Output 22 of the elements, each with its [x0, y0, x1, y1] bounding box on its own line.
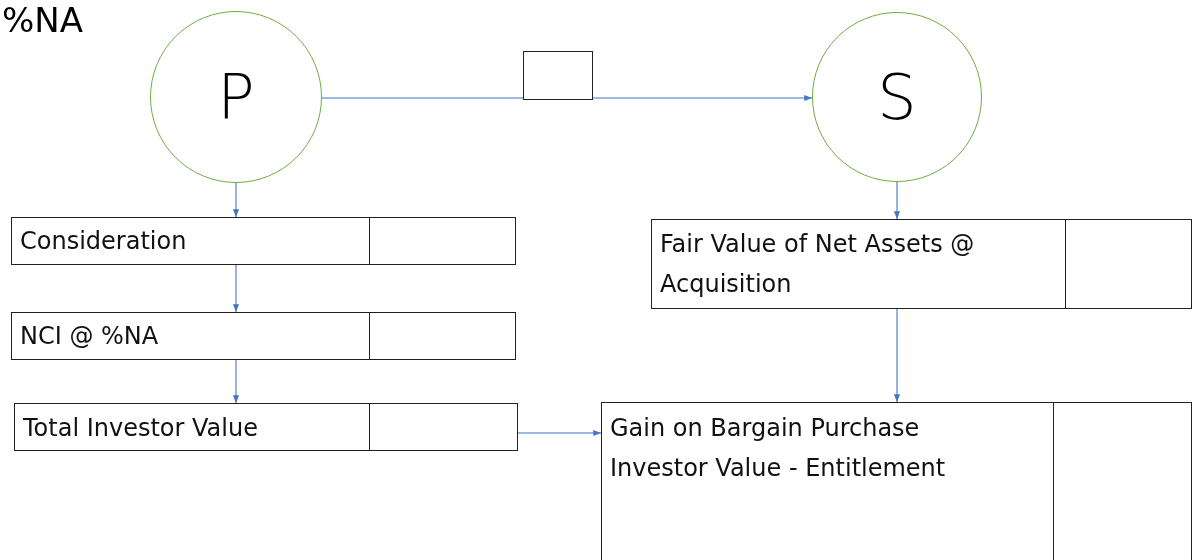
- account-box: [11, 217, 516, 265]
- account-box: [601, 402, 1192, 560]
- connector-arrow: [232, 182, 240, 218]
- account-box: [651, 219, 1192, 309]
- account-label: Gain on Bargain Purchase: [610, 413, 920, 444]
- entity-letter: S: [877, 60, 917, 134]
- account-box: [14, 403, 518, 451]
- connector-arrow: [232, 264, 240, 313]
- heading-text: %NA: [2, 0, 83, 40]
- connector-arrow: [232, 359, 240, 404]
- account-label: Total Investor Value: [23, 413, 258, 444]
- account-box: [11, 312, 516, 360]
- account-label: Investor Value - Entitlement: [610, 453, 946, 484]
- empty-box: [523, 51, 593, 100]
- connector-arrow: [893, 308, 901, 403]
- connector-arrow: [893, 181, 901, 220]
- connector-arrow: [592, 94, 813, 102]
- account-label: Fair Value of Net Assets @ Acquisition: [660, 229, 976, 300]
- account-label: NCI @ %NA: [20, 321, 159, 352]
- connector-arrow: [517, 429, 602, 437]
- account-label: Consideration: [20, 226, 187, 257]
- entity-letter: P: [217, 60, 255, 134]
